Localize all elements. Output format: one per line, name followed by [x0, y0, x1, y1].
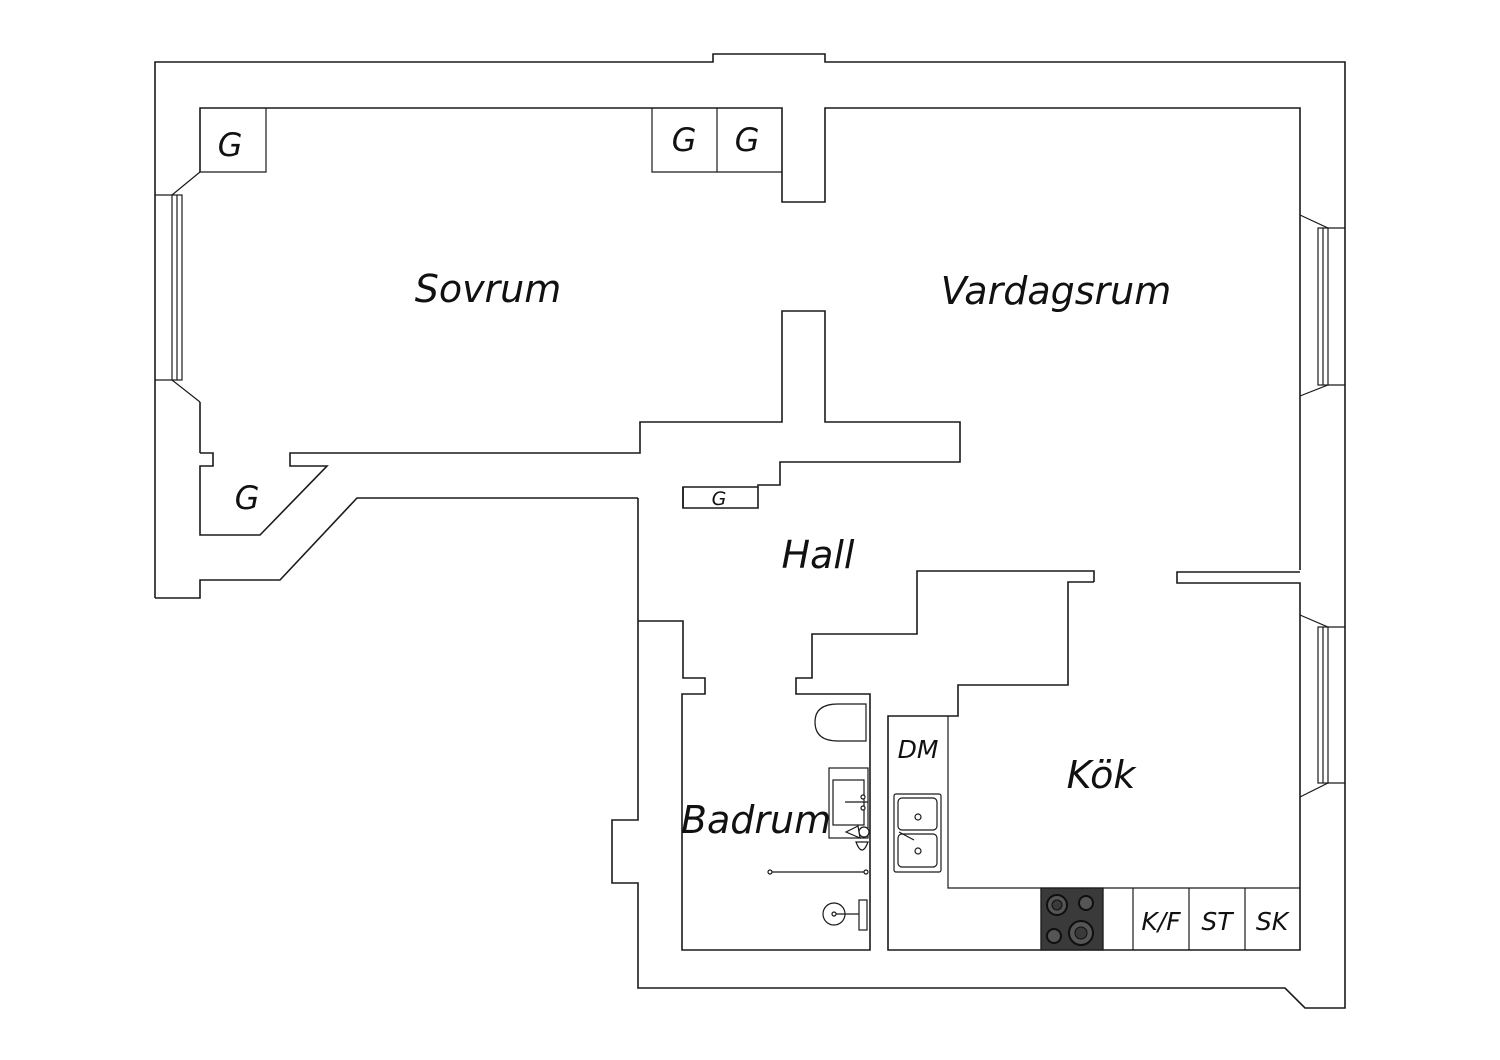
room-label-kok: Kök: [1067, 753, 1138, 797]
closet-bedroom-pair: G G: [651, 108, 782, 173]
room-label-hall: Hall: [782, 533, 855, 577]
living-kitchen-walls: [638, 570, 1301, 951]
outer-walls: [154, 53, 1346, 1009]
room-label-vardagsrum: Vardagsrum: [941, 269, 1172, 313]
closet-hall-small: G: [712, 488, 727, 510]
fridge-freezer-label: K/F: [1141, 907, 1181, 936]
shower-rail: [767, 869, 869, 875]
dishwasher-label: DM: [898, 735, 939, 764]
bathroom-sink: [828, 767, 869, 839]
closet-bedroom-corner: G: [200, 108, 267, 173]
window-right-upper: [1299, 214, 1345, 397]
closet-label: G: [735, 121, 760, 159]
cabinet-label: SK: [1256, 907, 1291, 936]
stove: [1040, 887, 1104, 951]
closet-label: G: [672, 121, 697, 159]
room-label-badrum: Badrum: [681, 798, 831, 842]
kitchen-sink: [893, 793, 942, 873]
closet-hall-corner: G: [235, 479, 260, 517]
oven-label: ST: [1201, 907, 1234, 936]
bedroom-walls: [199, 107, 1301, 570]
closet-label: G: [235, 479, 260, 517]
room-label-sovrum: Sovrum: [415, 267, 562, 311]
closet-label: G: [218, 126, 243, 164]
bathroom-tap: [844, 825, 870, 851]
window-right-lower: [1299, 614, 1345, 798]
closet-label: G: [712, 488, 727, 510]
kitchen-counter: [947, 716, 1300, 950]
shower-head: [822, 899, 868, 931]
window-left: [155, 171, 201, 403]
toilet: [814, 703, 867, 742]
